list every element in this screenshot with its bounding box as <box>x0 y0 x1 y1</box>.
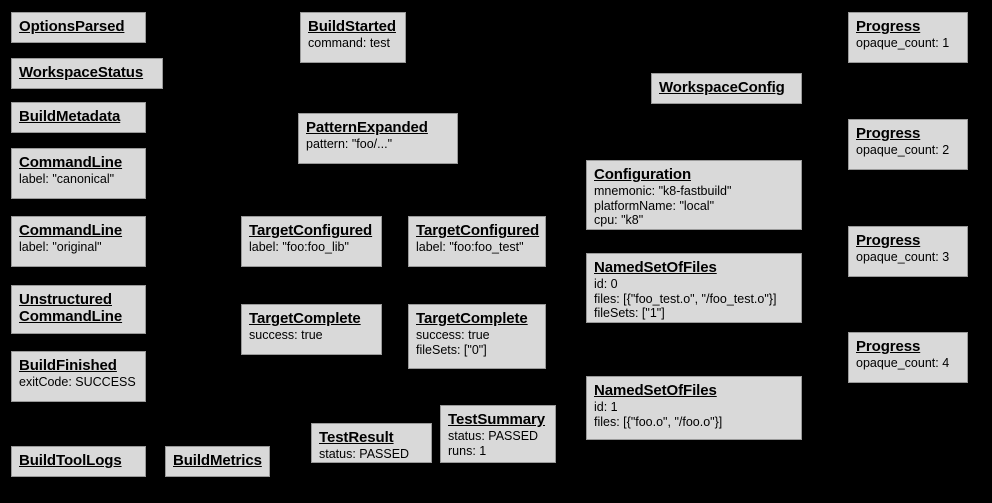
event-node-fields: label: "foo:foo_test" <box>416 240 524 255</box>
event-node-title: Progress <box>856 18 921 35</box>
event-node-title: BuildStarted <box>308 18 396 35</box>
event-node-fields: success: true <box>249 328 323 343</box>
event-node-fields: id: 1 files: [{"foo.o", "/foo.o"}] <box>594 400 723 429</box>
event-node-title: BuildMetadata <box>19 108 121 125</box>
event-node-workspace-config[interactable]: WorkspaceConfig <box>651 73 802 104</box>
event-node-title: BuildToolLogs <box>19 452 122 469</box>
event-node-fields: opaque_count: 3 <box>856 250 950 265</box>
event-node-title: WorkspaceStatus <box>19 64 144 81</box>
event-node-fields: exitCode: SUCCESS <box>19 375 136 390</box>
event-node-title: PatternExpanded <box>306 119 428 136</box>
event-node-build-metrics[interactable]: BuildMetrics <box>165 446 270 477</box>
event-node-fields: label: "canonical" <box>19 172 115 187</box>
event-node-fields: status: PASSED runs: 1 <box>448 429 539 458</box>
event-node-title: TestResult <box>319 429 394 446</box>
event-node-fields: success: true fileSets: ["0"] <box>416 328 490 357</box>
event-node-title: Configuration <box>594 166 692 183</box>
event-node-title: CommandLine <box>19 154 123 171</box>
event-node-fields: status: PASSED <box>319 447 410 462</box>
event-node-title: WorkspaceConfig <box>659 79 785 96</box>
event-node-title: CommandLine <box>19 222 123 239</box>
event-node-title: Progress <box>856 232 921 249</box>
event-node-options-parsed[interactable]: OptionsParsed <box>11 12 146 43</box>
event-node-title: Unstructured CommandLine <box>19 291 123 326</box>
event-node-fields: mnemonic: "k8-fastbuild" platformName: "… <box>594 184 732 228</box>
event-node-fields: command: test <box>308 36 390 51</box>
event-node-fields: opaque_count: 2 <box>856 143 950 158</box>
event-node-fields: opaque_count: 4 <box>856 356 950 371</box>
event-node-fields: opaque_count: 1 <box>856 36 950 51</box>
event-node-fields: label: "original" <box>19 240 102 255</box>
event-node-fields: id: 0 files: [{"foo_test.o", "/foo_test.… <box>594 277 777 321</box>
event-node-title: NamedSetOfFiles <box>594 259 717 276</box>
event-node-title: TargetConfigured <box>249 222 373 239</box>
event-node-title: TargetConfigured <box>416 222 540 239</box>
event-node-title: NamedSetOfFiles <box>594 382 717 399</box>
event-node-title: BuildFinished <box>19 357 117 374</box>
event-node-title: TargetComplete <box>249 310 361 327</box>
event-node-build-tool-logs[interactable]: BuildToolLogs <box>11 446 146 477</box>
event-node-title: BuildMetrics <box>173 452 262 469</box>
event-node-title: Progress <box>856 125 921 142</box>
event-node-title: OptionsParsed <box>19 18 125 35</box>
event-node-title: TestSummary <box>448 411 545 428</box>
event-node-build-metadata[interactable]: BuildMetadata <box>11 102 146 133</box>
event-node-title: TargetComplete <box>416 310 528 327</box>
event-node-workspace-status[interactable]: WorkspaceStatus <box>11 58 163 89</box>
event-node-unstructured-command-line[interactable]: Unstructured CommandLine <box>11 285 146 334</box>
event-node-fields: pattern: "foo/..." <box>306 137 393 152</box>
event-node-fields: label: "foo:foo_lib" <box>249 240 349 255</box>
event-node-title: Progress <box>856 338 921 355</box>
